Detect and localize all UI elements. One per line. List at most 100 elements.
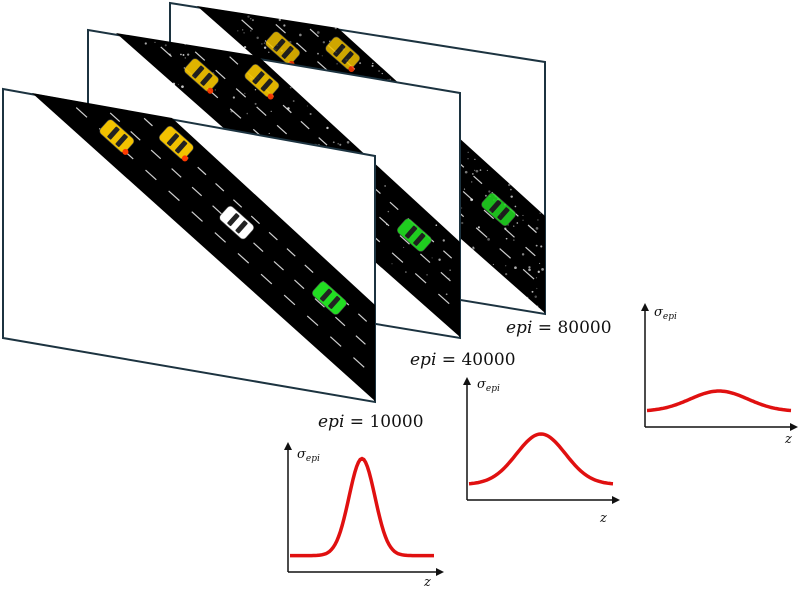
noise-speck xyxy=(514,266,517,270)
noise-speck xyxy=(461,221,464,225)
noise-speck xyxy=(322,41,326,44)
noise-speck xyxy=(387,210,390,213)
noise-speck xyxy=(317,52,319,55)
noise-speck xyxy=(299,33,302,37)
car-window xyxy=(341,51,354,65)
lane-marking xyxy=(237,252,250,264)
noise-speck xyxy=(391,263,393,265)
noise-speck xyxy=(510,195,513,198)
car-body xyxy=(397,218,432,252)
lane-marking xyxy=(499,248,511,259)
lane-marking xyxy=(145,169,157,181)
noise-speck xyxy=(261,43,263,45)
road-surface xyxy=(32,93,375,401)
car-body xyxy=(99,119,135,153)
noise-speck xyxy=(470,198,473,202)
car-window xyxy=(192,65,205,79)
noise-speck xyxy=(431,257,433,259)
noise-speck xyxy=(278,18,281,22)
car-body xyxy=(184,58,219,92)
noise-speck xyxy=(426,274,428,276)
noise-speck xyxy=(504,227,507,230)
car-window xyxy=(497,207,510,221)
lane-marking xyxy=(215,182,225,192)
noise-speck xyxy=(263,46,267,49)
lane-marking xyxy=(197,166,207,176)
lane-marking xyxy=(522,268,535,280)
x-axis-label: z xyxy=(599,511,607,526)
taxi-car xyxy=(325,36,361,73)
car-window xyxy=(260,78,273,92)
lane-marking xyxy=(143,117,153,127)
lane-marking xyxy=(389,201,399,211)
green-car xyxy=(312,281,347,315)
noise-speck xyxy=(187,53,190,56)
noise-speck xyxy=(243,45,247,49)
noise-speck xyxy=(254,102,257,105)
noise-speck xyxy=(488,190,491,193)
noise-speck xyxy=(484,194,487,197)
noise-speck xyxy=(540,245,543,248)
car-window xyxy=(404,225,418,239)
car-window xyxy=(328,295,341,309)
noise-speck xyxy=(536,287,538,290)
lane-marking xyxy=(399,235,410,245)
noise-speck xyxy=(270,110,272,113)
y-axis-label: σepi xyxy=(654,305,677,322)
lane-marking xyxy=(414,272,427,284)
lane-marking xyxy=(191,186,203,197)
car-window xyxy=(107,126,120,140)
lane-marking xyxy=(150,149,162,160)
taxi-car xyxy=(158,125,194,162)
lane-marking xyxy=(527,224,537,234)
lane-marking xyxy=(475,227,488,238)
noise-speck xyxy=(346,140,350,144)
noise-speck xyxy=(449,269,451,272)
noise-speck xyxy=(403,246,405,249)
noise-speck xyxy=(535,277,538,279)
noise-speck xyxy=(539,262,541,264)
noise-speck xyxy=(321,55,323,57)
lane-marking xyxy=(329,336,342,347)
noise-speck xyxy=(326,126,329,130)
noise-speck xyxy=(448,277,450,279)
sigma-curve xyxy=(646,389,792,413)
epi-label-80000: epi = 80000 xyxy=(506,318,612,338)
noise-speck xyxy=(182,54,185,56)
road-content xyxy=(75,107,368,368)
lane-marking xyxy=(235,88,247,98)
noise-speck xyxy=(385,223,388,226)
car-tail-light xyxy=(348,66,355,73)
noise-speck xyxy=(287,107,290,110)
noise-speck xyxy=(535,226,539,230)
lane-marking xyxy=(229,56,239,65)
noise-speck xyxy=(289,86,292,89)
noise-speck xyxy=(505,273,508,276)
lane-marking xyxy=(355,335,366,345)
noise-speck xyxy=(510,188,512,191)
noise-speck xyxy=(461,207,463,209)
noise-speck xyxy=(514,205,517,208)
lane-marking xyxy=(109,112,121,123)
car-body xyxy=(325,36,361,70)
noise-speck xyxy=(384,185,386,187)
frame-border xyxy=(2,87,376,404)
lane-marking xyxy=(525,246,536,257)
lane-marking xyxy=(214,232,227,243)
noise-speck xyxy=(232,96,235,99)
lane-marking xyxy=(75,107,88,118)
epi-label-10000: epi = 10000 xyxy=(318,412,424,432)
noise-speck xyxy=(445,293,448,296)
lane-marking xyxy=(253,242,264,252)
car-window xyxy=(166,133,180,147)
noise-speck xyxy=(512,239,515,241)
noise-speck xyxy=(528,268,531,272)
lane-marking xyxy=(283,294,296,306)
lane-marking xyxy=(241,19,253,30)
lane-marking xyxy=(232,199,243,208)
lane-marking xyxy=(260,273,273,285)
lane-marking xyxy=(215,69,226,80)
noise-speck xyxy=(471,172,474,175)
noise-speck xyxy=(438,258,441,261)
